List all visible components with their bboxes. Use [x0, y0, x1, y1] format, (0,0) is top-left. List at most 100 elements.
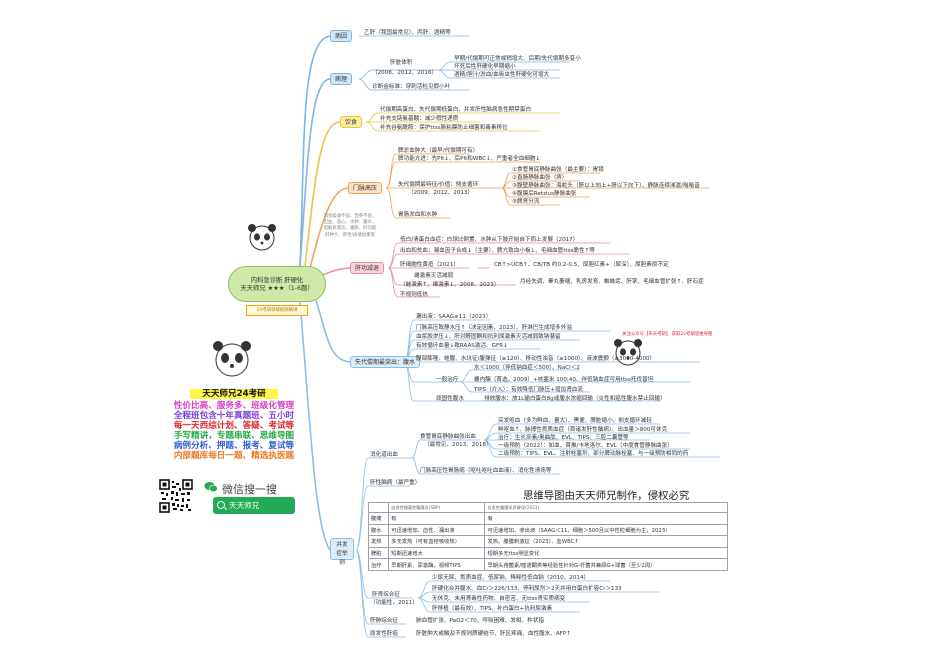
promo-title: 天天师兄24考研 [190, 389, 278, 400]
portal-collateral-years: （2009、2012、2013） [408, 190, 474, 196]
ascites-treatment-label: 一般治疗 [436, 377, 459, 383]
comp-cancer-label: 原发性肝癌 [370, 631, 398, 637]
comp-peritonitis: 肝性脑病（最严重） [370, 480, 421, 486]
watermark-text: 思维导图由天天师兄制作，侵权必究 [520, 487, 693, 502]
promo-line-3: 每一天西综计划、答疑、考试等 [173, 421, 295, 431]
table-cell: 脾脏 [367, 546, 390, 560]
search-icon [217, 501, 225, 509]
table-header-cell: 自发性腹膜炎肝硬化(2023) [484, 502, 728, 513]
liver-item-2: 出血和贫血：凝血因子合成↓（主要）、脾亢致血小板↓、毛细血管ttss脆性↑等 [400, 248, 595, 254]
branch-complications[interactable]: 并发症举例 [330, 538, 354, 566]
corner-note: 关注公众号【天天考研】 获取22考研思维导图 [622, 332, 713, 337]
comp-hps-label: 肝肺综合征 [370, 618, 398, 624]
comp-cancer-detail: 肝脏肿大或触及不规则质硬结节、肝区疼痛、血性腹水、AFP↑ [416, 631, 571, 637]
branch-portal-hypertension[interactable]: 门脉高压 [348, 182, 383, 194]
pathology-item-1: 早期/代偿期可正常或稍增大、后期/失代偿期多变小 [454, 56, 581, 62]
promo-line-2: 全程班包含十年真题班、五小时 [173, 411, 295, 421]
panda-illustration-left [213, 341, 251, 377]
promo-line-4: 手写精讲，专题串联、思维导图 [173, 431, 295, 441]
liver-jaundice-detail: CB↑>UCB↑、CB/TB 约0.2-0.5、尿胆红素+（尿深）、尿胆素原不定 [494, 262, 669, 268]
portal-item-1: 脾淤血肿大（最早/代偿期可有） [398, 148, 479, 154]
ascites-item-4: 有效循环血量↓致RAAS激活、GFR↓ [416, 343, 508, 349]
table-cell: 短期迅速增大 [388, 546, 486, 560]
table-cell: 多无发热（可有血栓吸收热） [388, 535, 486, 548]
center-title-line2: 天天师兄 ★★★（1-6题） [240, 285, 314, 292]
comp-hrs-4: 肝移植（最有效）、TIPS、补白蛋白+抗利尿激素 [432, 606, 553, 612]
panda-illustration-top [248, 224, 276, 251]
branch-pathology[interactable]: 病理 [330, 73, 353, 85]
center-topic[interactable]: 内科急诊断 肝硬化 天天师兄 ★★★（1-6题） [228, 266, 326, 302]
qr-code-icon[interactable] [159, 479, 193, 513]
ascites-refractory-detail: 排放腹水：放1L输白蛋白8g或腹水浓缩回输（炎性和癌性腹水禁止回输） [484, 396, 666, 402]
search-button-label: 天天师兄 [229, 501, 260, 510]
comp-hrs-label: 肝肾综合征 [372, 592, 400, 598]
table-cell: 可迅速增加、渗出液（SAAG＜11、细胞＞500且以中性粒细胞为主，2023） [484, 523, 728, 537]
diet-item-1: 代偿期高蛋白、失代偿期低蛋白、并发肝性脑病急性期禁蛋白 [380, 107, 532, 113]
ascites-refractory-label: 顽固性腹水 [436, 396, 464, 402]
center-title-line1: 内科急诊断 肝硬化 [250, 277, 304, 284]
portal-item-2: 脾功能亢进：先Plt↓、后Plt和WBC↓、严重者全血细胞↓ [398, 156, 541, 162]
comp-varices-5: 二级预防：TIPS、EVL、注射栓塞剂、部分脾动脉栓塞、与一级预防相同的药 [498, 451, 689, 457]
table-cell: 早期肝素、尿激酶，视频TIPS [388, 558, 486, 571]
comp-varices-label: 食管胃底静脉曲张出血 [420, 434, 476, 440]
pathology-years: （2008、2012、2016） [372, 70, 438, 76]
wechat-search-button[interactable]: 天天师兄 [213, 497, 295, 514]
wechat-search-icon [204, 482, 218, 493]
ascites-treatment-3: TIPS（介入）：有效降低门脉压+增加肾血流 [474, 387, 583, 393]
branch-diet[interactable]: 饮食 [340, 116, 363, 128]
pathology-item-3: 酒精/胆汁/淤血/血吸虫性肝硬化可增大 [454, 72, 550, 78]
liver-hormone-years: （雌激素↑、雄激素↓、2008、2023） [400, 282, 500, 288]
table-cell: 短期多无ttss明显变化 [484, 546, 728, 560]
branch-etiology[interactable]: 病因 [330, 30, 353, 42]
portal-collateral-5: ⑤脾肾分流 [512, 199, 540, 205]
table-row: 发热 多无发热（可有血栓吸收热） 发热、腹膜刺激征（2023）、血WBC↑ [367, 535, 728, 548]
etiology-text: 乙肝（我国最常见）、丙肝、酒精等 [364, 30, 451, 36]
ascites-item-1: 漏出液：SAAG≥11（2023） [416, 314, 492, 320]
liver-item-3: 肝细胞性黄疸（2021） [400, 262, 459, 268]
branch-liver-function[interactable]: 肝功减退 [350, 262, 385, 274]
promo-line-6: 内部题库每日一题、精选执医题 [173, 451, 295, 461]
table-header-row: 自发性细菌性腹膜炎(SBP) 自发性腹膜炎肝硬化(2023) [367, 502, 728, 513]
comp-hps-detail: 肺血管扩张、PaO2＜70、呼吸困难、发绀、杵状指 [416, 618, 544, 624]
promo-line-5: 病例分析、押题、报考、复试等 [173, 441, 295, 451]
ascites-item-2: 门脉高压致静水压↑（决定因素，2023）、肝淋巴生成增多外溢 [416, 325, 572, 331]
table-cell: 腹水 [367, 523, 390, 537]
ascites-treatment-1: 水＜1000（伴低钠血症＜500）、NaCl＜2 [474, 365, 580, 371]
table-cell: 早期头孢菌素/喹诺酮类等经验性针对G-杆菌并兼顾G+球菌（至少2周） [484, 558, 728, 571]
table-cell: 发热、腹膜刺激征（2023）、血WBC↑ [484, 535, 728, 548]
portal-gastric: 胃肠淤血和水肿 [398, 212, 438, 218]
comp-bleeding-label: 消化道出血 [370, 452, 398, 458]
table-header-cell [367, 502, 390, 513]
table-cell: 腹痛 [367, 512, 390, 525]
comp-varices-1: 突发呕血（多为鲜血、量大）、黑便、脾脏缩小、侧支循环减轻 [498, 418, 652, 424]
comp-hrs-1: 少尿无尿、氮质血症、低尿钠、稀释性低血钠（2010、2014） [432, 575, 590, 581]
comp-hrs-2: 肝硬化合并腹水、血Cr＞226/133、停利尿剂＞2天并用白蛋白扩容Cr＞133 [432, 586, 622, 592]
panda-illustration-right [614, 339, 642, 366]
comp-gastropathy: 门脉高压性胃肠病（呕吐呕吐血血液）、消化性溃疡等 [420, 468, 552, 474]
branch-ascites[interactable]: 失代偿期最突出：腹水 [350, 356, 421, 368]
comp-hrs-years: （功能性，2011） [370, 600, 418, 606]
pathology-gold: 诊断金标准：穿刺活检见假小叶 [372, 84, 451, 90]
table-row: 腹水 可迅速增加、血性、漏出液 可迅速增加、渗出液（SAAG＜11、细胞＞500… [367, 523, 728, 537]
table-cell: 有 [388, 512, 486, 525]
liver-hormone-label: 雌激素灭活减弱 [414, 273, 454, 279]
table-row: 脾脏 短期迅速增大 短期多无ttss明显变化 [367, 546, 728, 560]
promo-line-1: 性价比高、服务多、班级化管理 [173, 401, 295, 411]
liver-hormone-detail: 月经失调、睾丸萎缩、乳房发育、蜘蛛痣、肝掌、毛细血管扩张↑、肝石症 [520, 279, 704, 285]
wechat-label: 微信搜一搜 [222, 483, 277, 496]
ascites-item-5: 腹部膨隆、蛙腹、水坑征/腹弹征（≥120）、移动性浊音（≥1000）、液波震颤（… [416, 356, 656, 362]
table-row: 治疗 早期肝素、尿激酶，视频TIPS 早期头孢菌素/喹诺酮类等经验性针对G-杆菌… [367, 558, 728, 571]
table-cell: 治疗 [367, 558, 390, 571]
liver-item-1: 低白/清蛋白血症：白球比倒置、水肿从下肢开始自下而上发展（2017） [400, 237, 579, 243]
ascites-item-3: 血浆胶渗压↓、肝对醛固酮和抗利尿激素灭活减弱致钠潴留 [416, 334, 561, 340]
center-tag: 24考研领域视频精讲 [246, 305, 308, 316]
comp-varices-4: 一级预防（2022）：如血、首推/卡地洛尔、EVL（中度食管静脉曲张） [498, 443, 673, 449]
pathology-item-2: 坏死后性肝硬化早期缩小 [454, 64, 516, 70]
portal-collateral-3: ③腹壁静脉曲张：海蛇头（脐以上向上+脐以下向下）、静脉连续涕潺/嗡嗡音 [512, 183, 700, 189]
pathology-sublabel: 肝脏体积 [390, 60, 413, 66]
portal-collateral-2: ②直肠静脉曲张（痔） [512, 175, 568, 181]
portal-collateral-4: ④腹膜后Retzius静脉曲张 [512, 191, 577, 197]
ascites-treatment-2: 螺内酯（首选，2009）+呋塞米 100:40、伴低钠血症可用ttss托伐普坦 [474, 377, 654, 383]
comp-varices-3: 治疗：生长抑素/奥曲肽、EVL、TIPS、三腔二囊管等 [498, 435, 629, 441]
